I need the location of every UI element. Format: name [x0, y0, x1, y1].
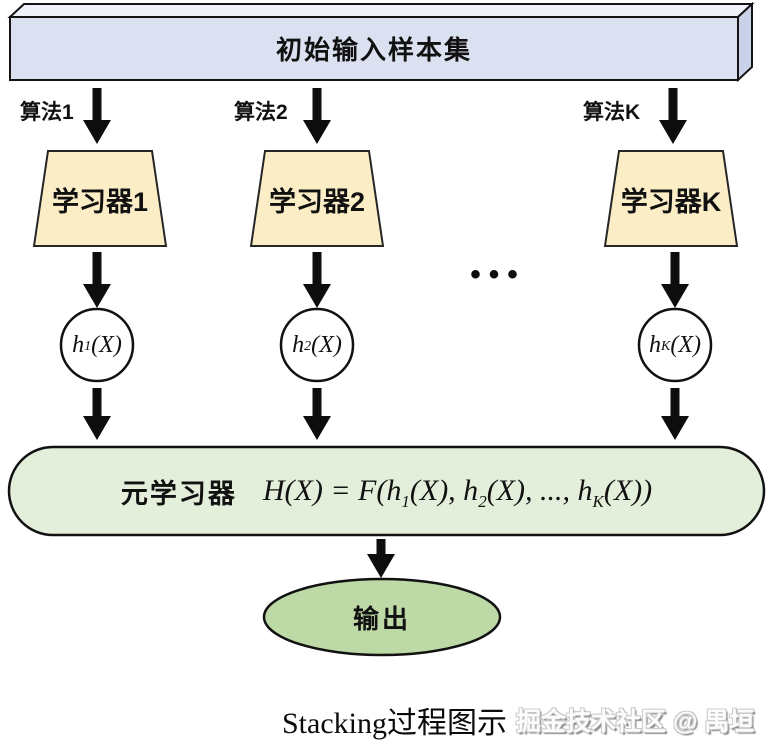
- meta-learner-shape: [7, 445, 766, 537]
- input-box-front-face: [9, 16, 739, 81]
- arrow-down-icon: [83, 252, 111, 308]
- input-box-side-face: [737, 1, 753, 83]
- diagram-caption: Stacking过程图示: [282, 707, 507, 740]
- hypothesis-k-shape: [637, 307, 713, 383]
- arrow-down-icon: [659, 88, 687, 144]
- arrow-down-icon: [303, 388, 331, 440]
- learner-k-label: 学习器K: [620, 187, 722, 217]
- learner-1-shape: [32, 150, 168, 247]
- output-label: 输出: [352, 603, 411, 634]
- hypothesis-2-shape: [279, 307, 355, 383]
- arrow-down-icon: [661, 388, 689, 440]
- output-shape: [262, 577, 502, 657]
- watermark-text: 掘金技术社区 @ 禺垣: [516, 708, 755, 736]
- arrow-down-icon: [367, 539, 395, 578]
- learner-2-label: 学习器2: [268, 187, 366, 217]
- learner-2-shape: [249, 150, 385, 247]
- arrow-down-icon: [661, 252, 689, 308]
- algorithm-k-label: 算法K: [583, 101, 641, 124]
- algorithm-2-label: 算法2: [234, 101, 288, 124]
- input-box-top-face: [7, 3, 755, 18]
- ellipsis-dots: •••: [470, 258, 526, 291]
- arrow-down-icon: [303, 88, 331, 144]
- hypothesis-1-shape: [59, 307, 135, 383]
- learner-1-label: 学习器1: [51, 187, 149, 217]
- meta-learner-content: 元学习器 H(X) = F(h1(X), h2(X), ..., hK(X)): [8, 447, 765, 535]
- arrow-down-icon: [83, 388, 111, 440]
- input-box-label: 初始输入样本集: [275, 35, 472, 65]
- learner-k-shape: [603, 150, 739, 247]
- arrow-down-icon: [303, 252, 331, 308]
- arrow-down-icon: [83, 88, 111, 144]
- algorithm-1-label: 算法1: [20, 101, 74, 124]
- meta-learner-formula: H(X) = F(h1(X), h2(X), ..., hK(X)): [262, 474, 653, 511]
- meta-learner-label: 元学习器: [120, 478, 237, 509]
